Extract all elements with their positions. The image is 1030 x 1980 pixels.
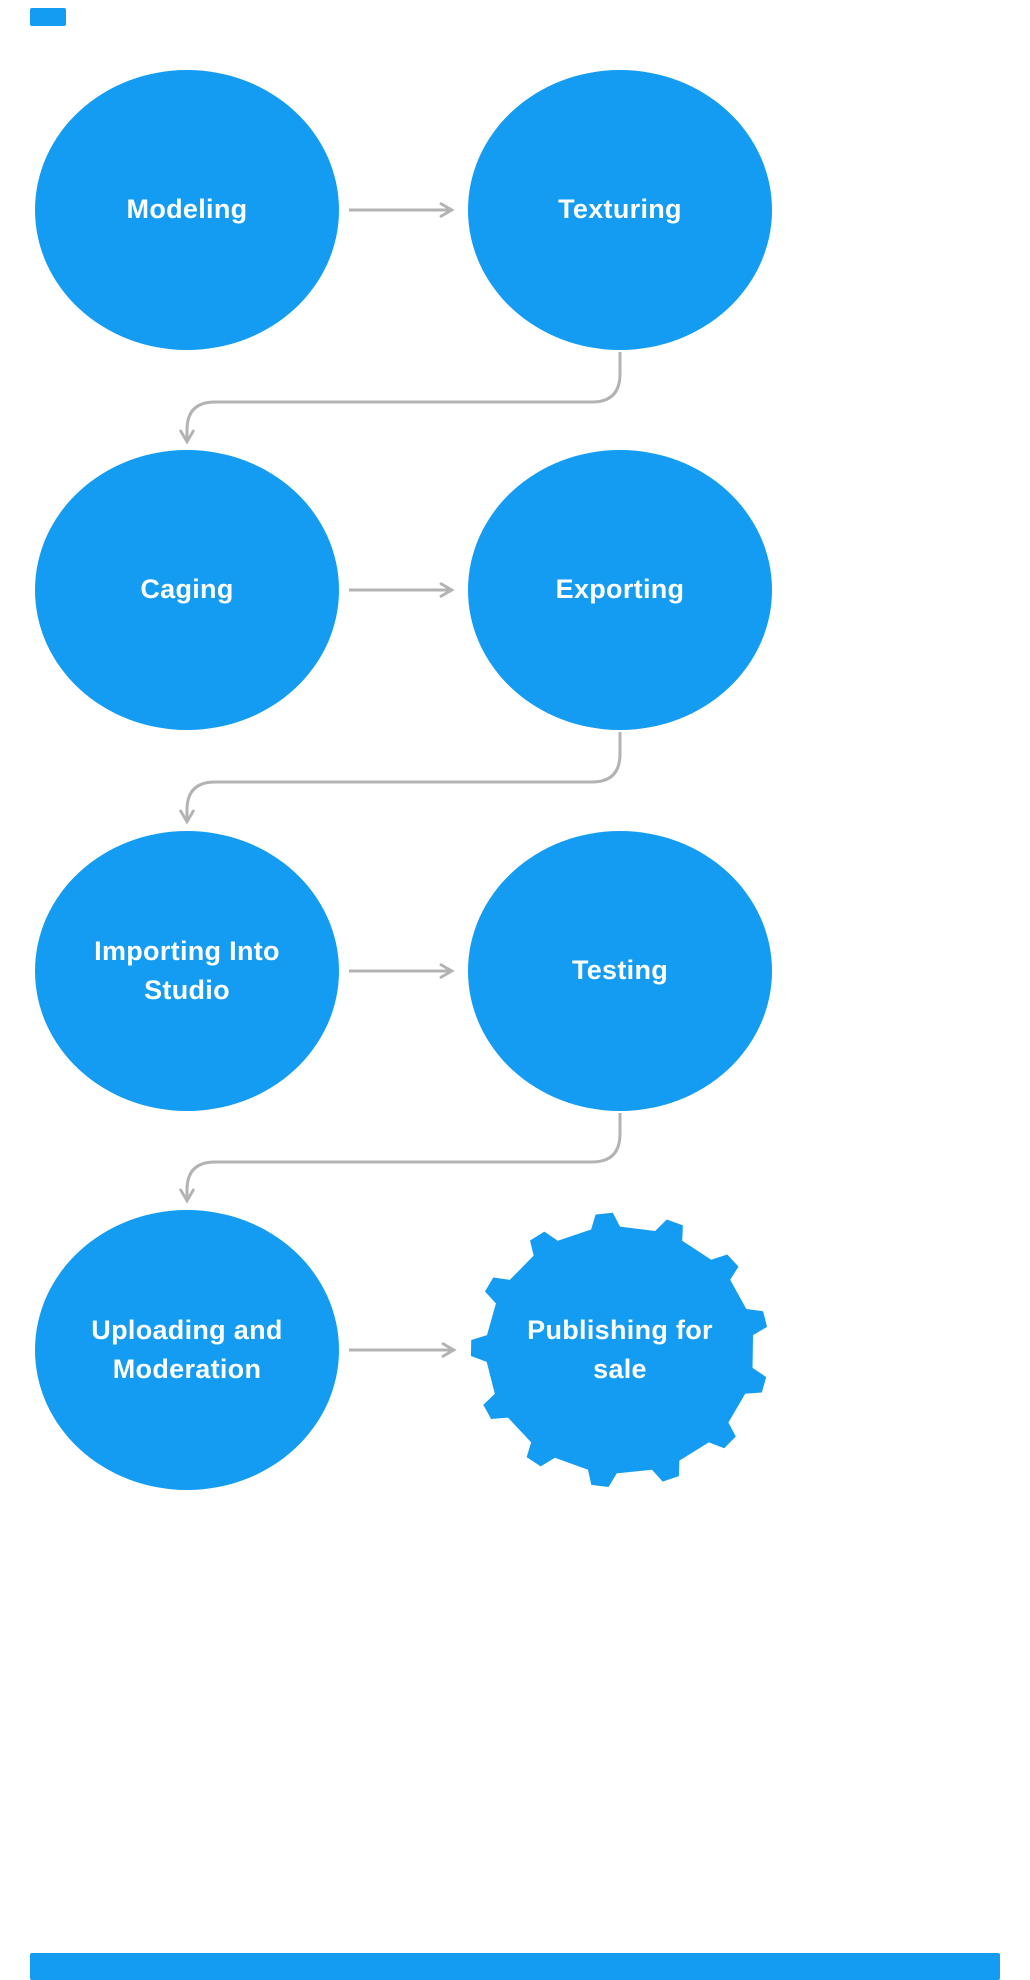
flow-node-importing-into-studio: Importing Into Studio	[35, 831, 339, 1111]
flow-node-uploading-and-moderation: Uploading and Moderation	[35, 1210, 339, 1490]
flow-node-publishing-for-sale: Publishing for sale	[468, 1210, 772, 1490]
arrow-testing-to-uploading	[179, 1113, 622, 1204]
top-accent-mark	[30, 8, 66, 26]
node-label-modeling: Modeling	[126, 194, 248, 225]
node-label-importing-into-studio: Importing Into Studio	[94, 935, 280, 1005]
bottom-accent-bar	[30, 1953, 1000, 1980]
node-label-publishing-for-sale: Publishing for sale	[527, 1314, 713, 1384]
flow-node-exporting: Exporting	[468, 450, 772, 730]
flow-node-caging: Caging	[35, 450, 339, 730]
flow-node-texturing: Texturing	[468, 70, 772, 350]
flow-node-modeling: Modeling	[35, 70, 339, 350]
arrow-exporting-to-importing	[179, 732, 622, 825]
node-label-caging: Caging	[140, 574, 234, 605]
node-label-texturing: Texturing	[558, 194, 682, 225]
gear-shape	[470, 1212, 768, 1487]
flow-node-testing: Testing	[468, 831, 772, 1111]
node-label-testing: Testing	[571, 955, 669, 986]
node-label-exporting: Exporting	[555, 574, 685, 605]
arrow-texturing-to-caging	[179, 352, 622, 445]
node-label-uploading-and-moderation: Uploading and Moderation	[91, 1314, 283, 1384]
